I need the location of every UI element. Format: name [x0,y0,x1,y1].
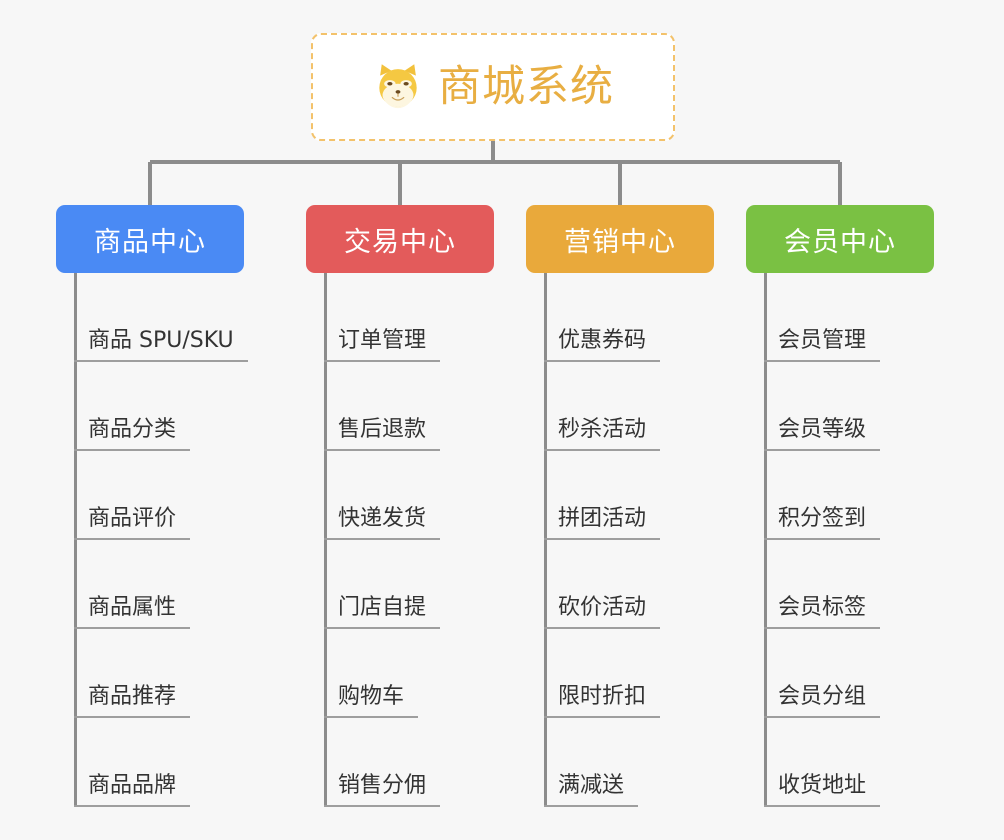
leaf-item-label: 购物车 [324,684,419,718]
leaf-item[interactable]: 满减送 [526,718,714,807]
leaf-item-label: 门店自提 [324,595,441,629]
category-box-marketing-center[interactable]: 营销中心 [526,205,714,273]
category-column-product-center: 商品中心商品 SPU/SKU 商品分类商品评价商品属性商品推荐商品品牌 [56,205,248,807]
leaf-item-label: 会员分组 [764,684,881,718]
leaf-item-label: 会员标签 [764,595,881,629]
category-column-marketing-center: 营销中心优惠券码秒杀活动拼团活动砍价活动限时折扣满减送 [526,205,714,807]
leaf-item-label: 销售分佣 [324,773,441,807]
category-column-member-center: 会员中心会员管理会员等级积分签到会员标签会员分组收货地址 [746,205,934,807]
leaf-item-label: 会员等级 [764,417,881,451]
leaf-item-label: 售后退款 [324,417,441,451]
leaf-item-label: 商品分类 [74,417,191,451]
category-column-trade-center: 交易中心订单管理售后退款快递发货门店自提购物车销售分佣 [306,205,494,807]
category-box-trade-center[interactable]: 交易中心 [306,205,494,273]
leaf-item-label: 优惠券码 [544,328,661,362]
leaf-list-trade-center: 订单管理售后退款快递发货门店自提购物车销售分佣 [306,273,494,807]
leaf-item-label: 订单管理 [324,328,441,362]
column-trunk-line [544,273,547,807]
column-trunk-line [764,273,767,807]
leaf-list-product-center: 商品 SPU/SKU 商品分类商品评价商品属性商品推荐商品品牌 [56,273,248,807]
leaf-item-label: 秒杀活动 [544,417,661,451]
leaf-item-label: 砍价活动 [544,595,661,629]
category-label: 会员中心 [784,226,896,258]
root-node[interactable]: 商城系统 [311,33,675,141]
leaf-item-label: 会员管理 [764,328,881,362]
leaf-item[interactable]: 秒杀活动 [526,362,714,451]
leaf-item[interactable]: 售后退款 [306,362,494,451]
column-trunk-line [324,273,327,807]
leaf-item[interactable]: 会员标签 [746,540,934,629]
leaf-item[interactable]: 会员管理 [746,273,934,362]
category-box-product-center[interactable]: 商品中心 [56,205,244,273]
leaf-item[interactable]: 积分签到 [746,451,934,540]
leaf-item-label: 商品评价 [74,506,191,540]
category-label: 营销中心 [564,226,676,258]
category-label: 商品中心 [94,226,206,258]
leaf-item[interactable]: 快递发货 [306,451,494,540]
leaf-list-member-center: 会员管理会员等级积分签到会员标签会员分组收货地址 [746,273,934,807]
leaf-item[interactable]: 销售分佣 [306,718,494,807]
leaf-item-label: 商品推荐 [74,684,191,718]
leaf-item-label: 限时折扣 [544,684,661,718]
leaf-item[interactable]: 商品分类 [56,362,244,451]
shiba-dog-face-icon [372,61,424,113]
leaf-item[interactable]: 拼团活动 [526,451,714,540]
leaf-item[interactable]: 商品评价 [56,451,244,540]
leaf-item[interactable]: 砍价活动 [526,540,714,629]
leaf-item-label: 收货地址 [764,773,881,807]
leaf-item[interactable]: 商品 SPU/SKU [56,273,248,362]
leaf-item-label: 满减送 [544,773,639,807]
leaf-item[interactable]: 订单管理 [306,273,494,362]
leaf-item-label: 商品 SPU/SKU [74,328,248,362]
leaf-item[interactable]: 限时折扣 [526,629,714,718]
leaf-item-label: 商品品牌 [74,773,191,807]
leaf-item-label: 商品属性 [74,595,191,629]
leaf-item[interactable]: 优惠券码 [526,273,714,362]
leaf-item-label: 积分签到 [764,506,881,540]
leaf-item[interactable]: 商品品牌 [56,718,244,807]
category-box-member-center[interactable]: 会员中心 [746,205,934,273]
leaf-item-label: 快递发货 [324,506,441,540]
leaf-item[interactable]: 收货地址 [746,718,934,807]
leaf-item-label: 拼团活动 [544,506,661,540]
leaf-item[interactable]: 会员等级 [746,362,934,451]
leaf-item[interactable]: 门店自提 [306,540,494,629]
root-title: 商城系统 [438,61,614,112]
leaf-item[interactable]: 会员分组 [746,629,934,718]
leaf-item[interactable]: 购物车 [306,629,494,718]
leaf-item[interactable]: 商品推荐 [56,629,244,718]
category-label: 交易中心 [344,226,456,258]
column-trunk-line [74,273,77,807]
leaf-list-marketing-center: 优惠券码秒杀活动拼团活动砍价活动限时折扣满减送 [526,273,714,807]
leaf-item[interactable]: 商品属性 [56,540,244,629]
